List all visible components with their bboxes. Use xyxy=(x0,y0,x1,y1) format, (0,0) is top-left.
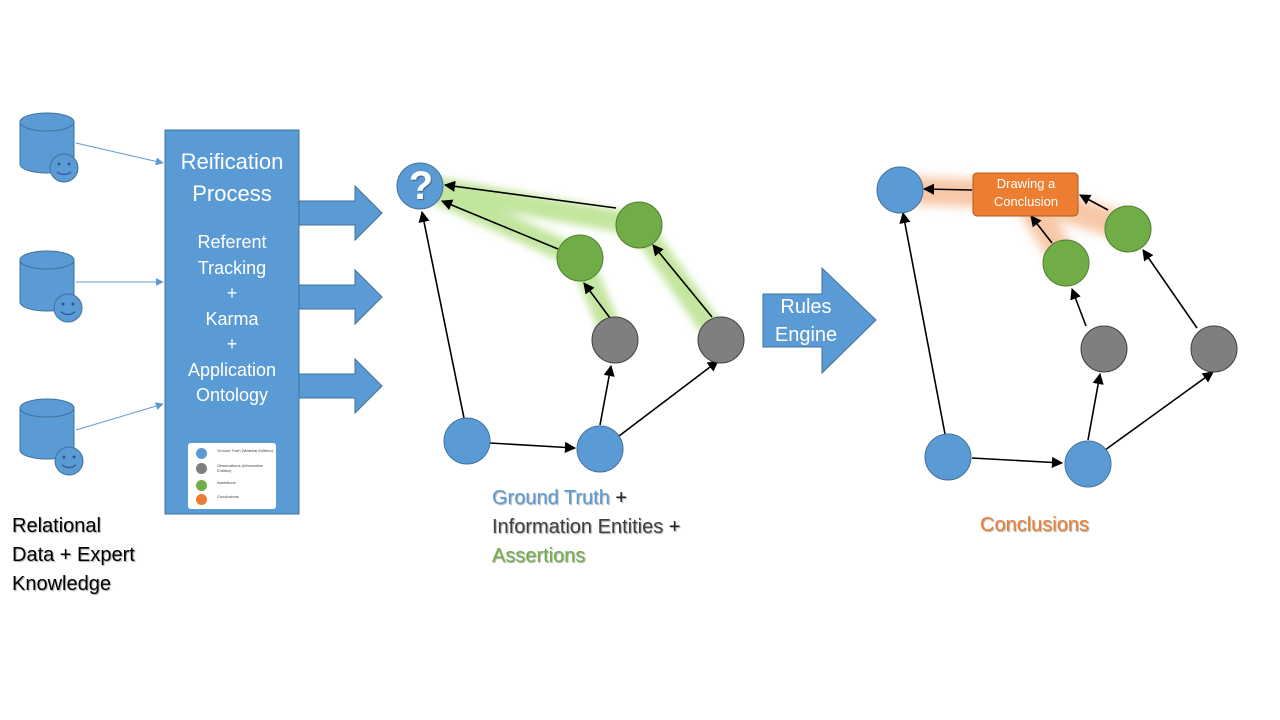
conclusion-box-line: Drawing a xyxy=(996,176,1056,191)
middle-caption-line-2: Information Entities + xyxy=(492,513,680,542)
conclusion-target-node xyxy=(876,166,924,214)
conclusions-caption: Conclusions xyxy=(980,514,1089,536)
assertion-node xyxy=(1104,205,1152,253)
caption-plus: + xyxy=(663,516,681,538)
middle-graph-edges xyxy=(418,180,719,453)
ground-truth-node xyxy=(443,417,491,465)
rules-engine-line: Rules xyxy=(780,296,832,318)
rules-engine-label: Rules Engine xyxy=(764,293,848,349)
sources-caption: Relational Data + Expert Knowledge xyxy=(12,512,135,599)
information-entity-node xyxy=(697,316,745,364)
database-icon-1 xyxy=(19,112,79,183)
middle-graph-nodes xyxy=(396,162,745,473)
reification-line: Ontology xyxy=(195,385,269,405)
reification-text: Reification Process Referent Tracking + … xyxy=(165,146,299,409)
middle-caption-line-3: Assertions xyxy=(492,542,680,571)
ground-truth-node xyxy=(924,433,972,481)
source-connector-1 xyxy=(75,142,164,166)
legend-label: Observations (Information Entities) xyxy=(217,463,264,473)
legend-swatch xyxy=(196,448,207,459)
rules-engine-arrow xyxy=(762,266,877,375)
legend-swatch xyxy=(196,463,207,474)
legend-swatch xyxy=(196,480,207,491)
reification-line: + xyxy=(226,334,238,354)
block-arrow-2 xyxy=(298,268,383,326)
conclusion-box-line: Conclusion xyxy=(993,194,1059,209)
ground-truth-node xyxy=(576,425,624,473)
block-arrow-1 xyxy=(298,184,383,242)
middle-caption: Ground Truth + Information Entities + As… xyxy=(492,484,680,571)
sources-caption-line: Knowledge xyxy=(12,573,111,595)
conclusion-box xyxy=(972,172,1079,217)
assertion-node xyxy=(615,201,663,249)
legend: Ground Truth (Material Entities) Observa… xyxy=(188,443,276,509)
caption-ground-truth: Ground Truth xyxy=(492,487,610,509)
legend-swatch xyxy=(196,494,207,505)
database-icon-3 xyxy=(19,398,84,476)
reification-line: Referent xyxy=(197,232,267,252)
legend-label: Assertions xyxy=(217,480,236,485)
reification-line: Karma xyxy=(205,308,259,329)
source-connector-3 xyxy=(75,402,164,431)
legend-label: Conclusions xyxy=(217,494,239,499)
unknown-symbol: ? xyxy=(408,164,434,208)
legend-label: Ground Truth (Material Entities) xyxy=(217,448,273,453)
information-entity-node xyxy=(1080,325,1128,373)
caption-plus: + xyxy=(609,487,628,509)
caption-assertions: Assertions xyxy=(492,545,586,567)
caption-information-entities: Information Entities xyxy=(492,516,664,538)
assertion-node xyxy=(1042,239,1090,287)
information-entity-node xyxy=(1190,325,1238,373)
rules-engine-line: Engine xyxy=(774,324,838,346)
reification-title: Reification Process xyxy=(180,149,284,206)
unknown-node xyxy=(396,162,444,210)
middle-caption-line-1: Ground Truth + xyxy=(492,484,680,513)
reification-line: Tracking xyxy=(197,257,267,278)
database-icon-2 xyxy=(19,250,83,323)
ground-truth-node xyxy=(1064,440,1112,488)
reification-line: + xyxy=(226,283,238,303)
block-arrow-3 xyxy=(298,357,383,415)
reification-body: Referent Tracking + Karma + Application … xyxy=(165,230,299,409)
information-entity-node xyxy=(591,316,639,364)
right-graph-edges xyxy=(899,183,1214,469)
conclusion-box-label: Drawing a Conclusion xyxy=(974,175,1078,211)
reification-line: Application xyxy=(187,359,277,380)
right-graph-nodes xyxy=(876,166,1238,488)
assertion-node xyxy=(556,234,604,282)
sources-caption-line: Data + Expert xyxy=(12,544,135,566)
sources-caption-line: Relational xyxy=(12,515,101,537)
